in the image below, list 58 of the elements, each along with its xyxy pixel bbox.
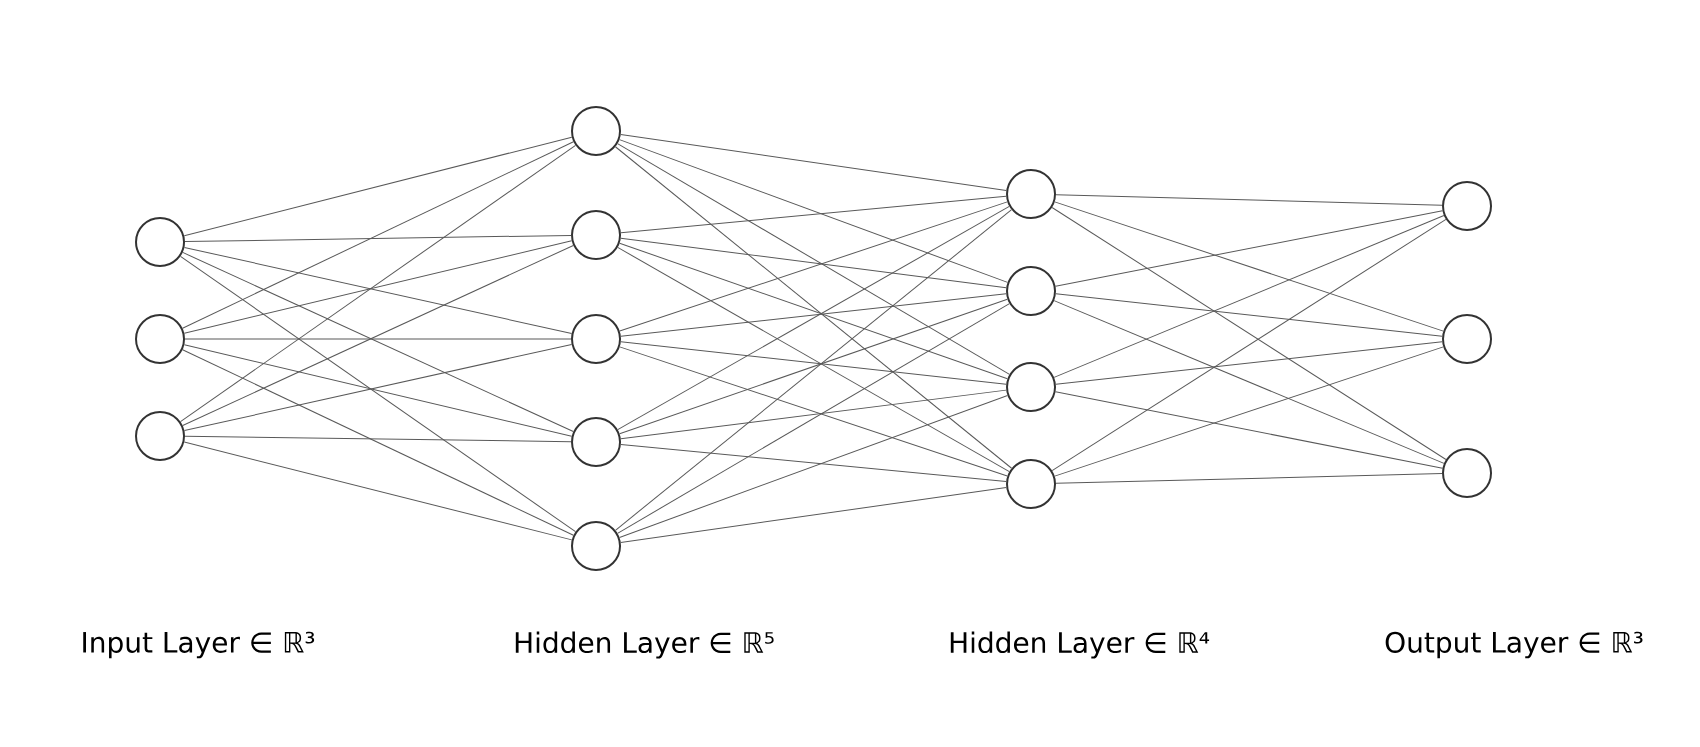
connection-line <box>620 341 1007 385</box>
connection-line <box>1055 293 1443 337</box>
connection-line <box>1055 341 1443 385</box>
connection-line <box>180 144 577 423</box>
neuron-circle <box>1442 448 1492 498</box>
connection-line <box>614 146 1013 469</box>
connection-line <box>180 255 576 533</box>
connection-line <box>619 298 1008 435</box>
neuron-circle <box>1442 314 1492 364</box>
connection-line <box>620 443 1007 483</box>
connection-line <box>183 441 573 541</box>
neuron-circle <box>135 217 185 267</box>
connection-line <box>1055 210 1443 287</box>
connection-line <box>620 237 1007 289</box>
connection-line <box>182 141 574 329</box>
neuron-circle <box>135 411 185 461</box>
connection-line <box>1054 346 1444 477</box>
connection-line <box>184 435 572 443</box>
neuron-circle <box>1006 362 1056 412</box>
connection-line <box>1055 391 1443 469</box>
connection-line <box>1055 194 1443 206</box>
connection-line <box>183 136 573 237</box>
layer-label: Hidden Layer ∈ ℝ⁵ <box>515 631 774 659</box>
connection-line <box>619 346 1008 477</box>
layer-label: Hidden Layer ∈ ℝ⁴ <box>950 631 1210 659</box>
connection-line <box>620 195 1007 234</box>
connection-line <box>620 487 1007 543</box>
connection-line <box>619 242 1008 380</box>
neuron-circle <box>571 417 621 467</box>
connection-line <box>1055 473 1443 484</box>
connection-line <box>1054 201 1444 332</box>
neuron-circle <box>571 106 621 156</box>
connection-line <box>620 134 1007 191</box>
connection-line <box>184 234 572 243</box>
connection-line <box>184 338 572 340</box>
neuron-circle <box>1006 266 1056 316</box>
neuron-circle <box>1442 181 1492 231</box>
neuron-circle <box>1006 169 1056 219</box>
neuron-circle <box>1006 459 1056 509</box>
connection-line <box>619 201 1008 332</box>
connection-line <box>617 246 1010 473</box>
connection-line <box>1053 300 1445 464</box>
connection-line <box>1053 215 1445 378</box>
connection-line <box>617 205 1010 431</box>
connection-line <box>619 139 1009 283</box>
neuron-circle <box>571 314 621 364</box>
neuron-circle <box>135 314 185 364</box>
layer-label: Output Layer ∈ ℝ³ <box>1385 631 1643 659</box>
connection-line <box>619 395 1009 538</box>
neuron-circle <box>571 521 621 571</box>
connection-line <box>614 209 1013 531</box>
connection-line <box>620 389 1007 440</box>
layer-label: Input Layer ∈ ℝ³ <box>83 631 315 659</box>
connection-line <box>182 349 574 536</box>
neuron-circle <box>571 210 621 260</box>
connection-line <box>617 303 1010 534</box>
connection-line <box>617 143 1010 375</box>
connection-line <box>620 293 1007 337</box>
